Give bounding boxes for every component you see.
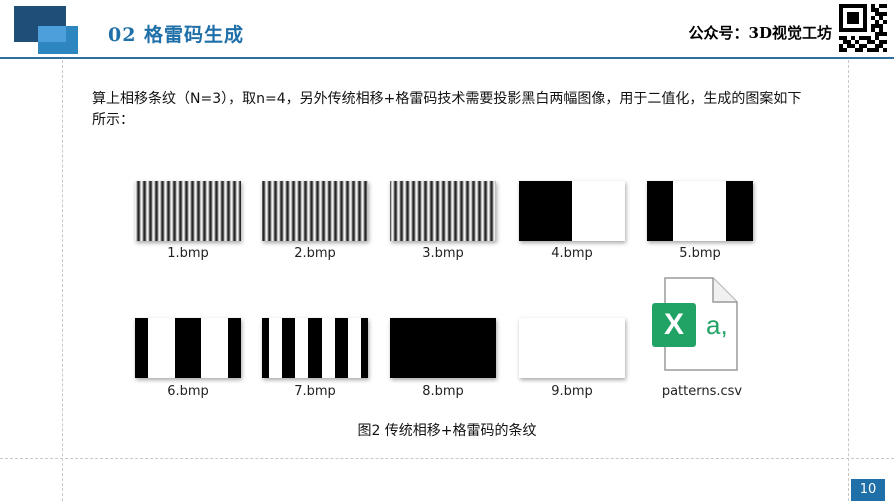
graycode-pattern-5 [647, 181, 753, 241]
body-paragraph: 算上相移条纹（N=3），取n=4，另外传统相移+格雷码技术需要投影黑白两幅图像，… [92, 91, 802, 128]
graycode-pattern-6 [135, 318, 241, 378]
pattern-label-1: 1.bmp [167, 246, 209, 261]
header-divider [0, 57, 894, 59]
pattern-thumbnail-7[interactable] [262, 318, 368, 378]
graycode-pattern-7 [262, 318, 368, 378]
guide-line-bottom [0, 458, 894, 459]
pattern-thumbnail-3[interactable] [390, 181, 496, 241]
figure-caption: 图2 传统相移+格雷码的条纹 [357, 423, 537, 439]
qr-code-icon [839, 4, 887, 52]
excel-csv-icon[interactable]: X a, [651, 277, 739, 371]
page-number: 10 [851, 479, 885, 501]
account-label: 公众号：3D视觉工坊 [688, 24, 832, 42]
excel-letter: X [664, 308, 684, 341]
pattern-thumbnail-5[interactable] [647, 181, 753, 241]
pattern-thumbnail-8[interactable] [390, 318, 496, 378]
pattern-label-7: 7.bmp [294, 384, 336, 399]
pattern-label-3: 3.bmp [422, 246, 464, 261]
guide-line-left [62, 60, 63, 501]
pattern-thumbnail-9[interactable] [519, 318, 625, 378]
pattern-thumbnail-4[interactable] [519, 181, 625, 241]
pattern-label-5: 5.bmp [679, 246, 721, 261]
pattern-label-csv: patterns.csv [661, 384, 743, 399]
header-decor-block-overlap [38, 26, 66, 42]
pattern-label-2: 2.bmp [294, 246, 336, 261]
pattern-label-9: 9.bmp [551, 384, 593, 399]
pattern-label-8: 8.bmp [422, 384, 464, 399]
guide-line-right [848, 60, 849, 501]
pattern-thumbnail-2[interactable] [262, 181, 368, 241]
pattern-thumbnail-1[interactable] [135, 181, 241, 241]
fringe-pattern-3 [390, 181, 496, 241]
pattern-label-4: 4.bmp [551, 246, 593, 261]
csv-letter: a, [706, 310, 728, 340]
graycode-pattern-4 [519, 181, 572, 241]
fringe-pattern-2 [262, 181, 368, 241]
pattern-thumbnail-6[interactable] [135, 318, 241, 378]
fringe-pattern-1 [135, 181, 241, 241]
pattern-label-6: 6.bmp [167, 384, 209, 399]
section-title: 02 格雷码生成 [108, 24, 245, 46]
